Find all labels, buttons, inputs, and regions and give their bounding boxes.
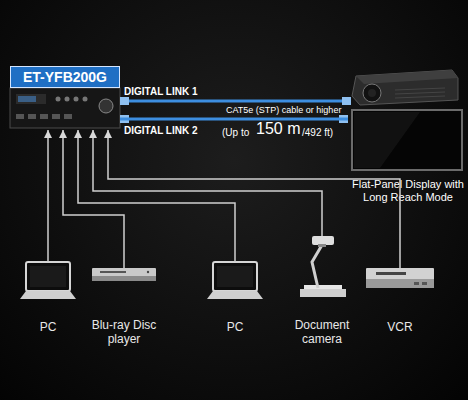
projector-illustration <box>395 92 445 94</box>
device-unit <box>40 114 48 119</box>
device-unit <box>10 88 120 128</box>
bluray-icon <box>92 276 156 281</box>
vcr-node: VCR <box>360 268 440 334</box>
laptop-icon <box>20 291 76 299</box>
lan-cable <box>128 100 343 103</box>
laptop-icon <box>20 262 76 299</box>
vcr-icon <box>366 268 434 288</box>
display-illustration <box>354 112 420 168</box>
device-unit <box>28 114 36 119</box>
node-label: PC <box>16 320 80 334</box>
signal-line <box>47 130 49 262</box>
projector-illustration <box>352 70 458 105</box>
device-unit <box>52 114 60 119</box>
lan-cable <box>120 115 129 123</box>
link-label: DIGITAL LINK 1 <box>124 86 198 98</box>
bluray-icon <box>147 271 149 273</box>
vcr-icon <box>366 279 434 288</box>
pc-node: PC <box>203 262 267 334</box>
device-box: ET-YFB200G <box>10 66 120 130</box>
device-unit <box>74 97 79 102</box>
laptop-icon <box>207 291 263 299</box>
bluray-icon <box>92 268 156 281</box>
lan-cable <box>342 97 351 105</box>
device-unit <box>65 97 70 102</box>
bluray-icon <box>92 268 156 281</box>
signal-line <box>93 130 322 236</box>
vcr-icon <box>414 282 419 285</box>
document-camera-icon <box>304 285 342 289</box>
device-unit <box>16 114 24 119</box>
document-camera-node: Document camera <box>287 236 357 346</box>
signal-line <box>78 130 235 262</box>
signal-line <box>108 130 400 268</box>
link-label: DIGITAL LINK 2 <box>124 125 198 137</box>
vcr-icon <box>376 272 406 275</box>
lan-cable <box>339 115 348 123</box>
node-label: Blu-ray Disc player <box>88 318 160 346</box>
node-label: VCR <box>360 320 440 334</box>
device-unit <box>56 97 61 102</box>
projector-illustration <box>395 96 445 98</box>
projector-illustration <box>352 70 458 105</box>
lan-cable-link <box>120 118 348 121</box>
document-camera-icon <box>300 236 346 297</box>
device-unit <box>18 96 36 102</box>
lan-cable <box>120 97 351 123</box>
laptop-icon <box>26 262 70 291</box>
document-camera-icon <box>312 236 334 245</box>
document-camera-icon <box>312 245 322 288</box>
distance-note: /492 ft) <box>302 127 333 139</box>
node-label: PC <box>203 320 267 334</box>
signal-line <box>63 130 124 268</box>
vcr-icon <box>422 282 427 285</box>
display-illustration <box>352 110 462 170</box>
distance-value: 150 m <box>256 120 300 138</box>
projector-illustration <box>363 84 381 102</box>
vcr-icon <box>366 268 434 288</box>
bluray-icon <box>100 271 126 273</box>
node-label: Flat-Panel Display with Long Reach Mode <box>348 178 468 204</box>
projector-illustration <box>356 70 458 84</box>
laptop-icon <box>213 262 257 291</box>
display-illustration <box>352 110 462 170</box>
laptop-icon <box>207 262 263 299</box>
lan-cable <box>120 97 129 105</box>
laptop-icon <box>217 266 253 287</box>
bluray-node: Blu-ray Disc player <box>88 268 160 346</box>
laptop-icon <box>30 266 66 287</box>
document-camera-icon <box>300 289 346 297</box>
node-label: ET-YFB200G <box>10 66 120 88</box>
cable-spec: CAT5e (STP) cable or higher <box>226 105 341 116</box>
device-unit <box>10 88 120 128</box>
pc-node: PC <box>16 262 80 334</box>
distance-note: (Up to <box>222 127 249 139</box>
document-camera-icon <box>318 244 326 247</box>
display-node: Flat-Panel Display with Long Reach Mode <box>348 108 468 204</box>
device-unit <box>16 94 46 104</box>
projector-illustration <box>395 88 445 90</box>
device-unit <box>64 114 72 119</box>
projector-illustration <box>368 89 376 97</box>
device-unit <box>99 99 113 113</box>
node-label: Document camera <box>287 318 357 346</box>
device-unit <box>83 97 88 102</box>
